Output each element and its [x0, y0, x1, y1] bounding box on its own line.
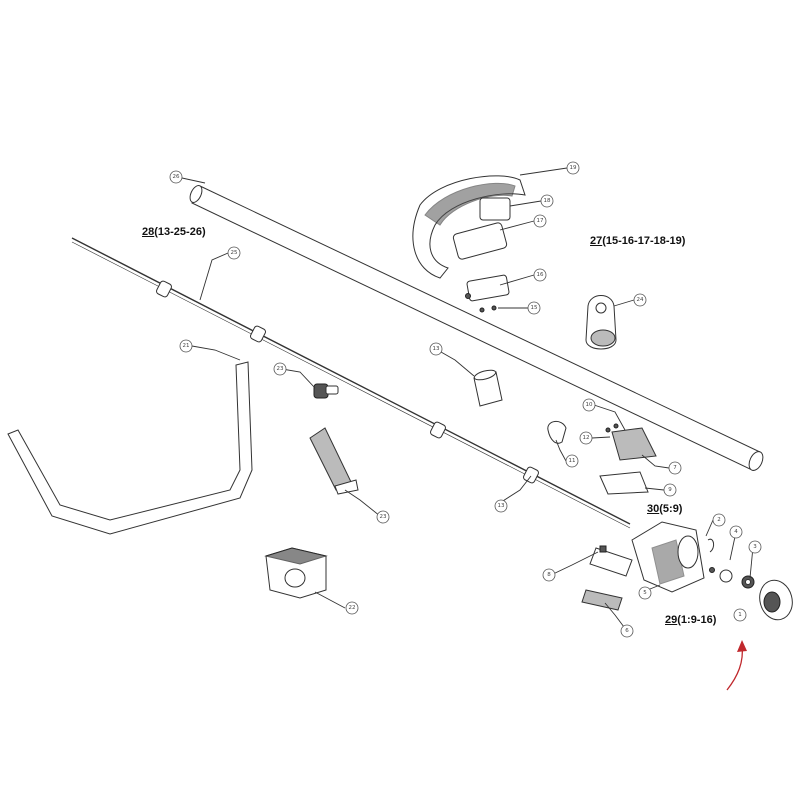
- callout-11: 11: [565, 454, 579, 468]
- callout-23-lower: 23: [376, 510, 390, 524]
- callout-5: 5: [638, 586, 652, 600]
- svg-text:13: 13: [433, 346, 440, 352]
- svg-text:18: 18: [544, 198, 551, 204]
- svg-text:1: 1: [738, 612, 742, 618]
- callout-21: 21: [179, 339, 193, 353]
- callout-4: 4: [729, 525, 743, 539]
- svg-text:17: 17: [537, 218, 544, 224]
- small-bushing: [313, 383, 339, 399]
- loop-handle: [7, 361, 253, 535]
- handle-clamp: [264, 547, 328, 599]
- hanger-clip: [585, 295, 617, 350]
- assembly-range: (13-25-26): [154, 226, 206, 238]
- callout-17: 17: [533, 214, 547, 228]
- callout-8: 8: [542, 568, 556, 582]
- svg-text:23: 23: [380, 514, 387, 520]
- callout-16: 16: [533, 268, 547, 282]
- assembly-label-27: 27(15-16-17-18-19): [590, 235, 685, 247]
- trigger-lock: [465, 274, 510, 313]
- callout-25: 25: [227, 246, 241, 260]
- shaft-tube: [189, 185, 764, 471]
- svg-text:12: 12: [583, 435, 590, 441]
- svg-text:26: 26: [173, 174, 180, 180]
- callout-26: 26: [169, 170, 183, 184]
- assembly-code: 27: [590, 235, 603, 247]
- callout-12: 12: [579, 431, 593, 445]
- svg-text:24: 24: [637, 297, 644, 303]
- assembly-code: 28: [142, 226, 155, 238]
- callout-19: 19: [566, 161, 580, 175]
- svg-text:22: 22: [349, 605, 356, 611]
- callout-13-upper: 13: [429, 342, 443, 356]
- callout-22: 22: [345, 601, 359, 615]
- callout-6: 6: [620, 624, 634, 638]
- svg-text:11: 11: [569, 458, 576, 464]
- svg-text:15: 15: [531, 305, 538, 311]
- callout-9-upper: 9: [663, 483, 677, 497]
- callout-2: 2: [712, 513, 726, 527]
- svg-text:2: 2: [717, 517, 721, 523]
- assembly-label-30: 30(5:9): [647, 503, 682, 515]
- svg-text:6: 6: [625, 628, 629, 634]
- callout-13-lower: 13: [494, 499, 508, 513]
- callout-23-upper: 23: [273, 362, 287, 376]
- svg-text:21: 21: [183, 343, 190, 349]
- callout-15: 15: [527, 301, 541, 315]
- svg-text:9: 9: [668, 487, 672, 493]
- foam-grip: [309, 427, 359, 495]
- svg-text:8: 8: [547, 572, 551, 578]
- bracket-part: [589, 545, 633, 577]
- assembly-range: (15-16-17-18-19): [602, 235, 686, 247]
- shaft-bushing: [156, 280, 172, 298]
- shaft-bushing: [430, 421, 446, 439]
- svg-text:23: 23: [277, 366, 284, 372]
- blade-hub: [759, 579, 793, 621]
- svg-text:7: 7: [673, 465, 677, 471]
- callout-labels: 26 19 18 17 16 15 25 24 21 23 13 10 12 1…: [169, 161, 762, 638]
- assembly-label-29: 29(1:9-16): [665, 614, 716, 626]
- annotation-arrow: [726, 640, 747, 691]
- clamp-parts: [547, 421, 657, 495]
- drive-shaft: [71, 237, 631, 529]
- callout-3: 3: [748, 540, 762, 554]
- assembly-code: 29: [665, 614, 678, 626]
- svg-text:3: 3: [753, 544, 757, 550]
- callout-7: 7: [668, 461, 682, 475]
- assembly-range: (1:9-16): [677, 614, 717, 626]
- assembly-range: (5:9): [659, 503, 683, 515]
- svg-text:10: 10: [586, 402, 593, 408]
- guard-piece: [581, 589, 623, 611]
- callout-10: 10: [582, 398, 596, 412]
- svg-text:25: 25: [231, 250, 238, 256]
- svg-text:16: 16: [537, 272, 544, 278]
- spacer-sleeve: [473, 369, 503, 407]
- svg-text:4: 4: [734, 529, 738, 535]
- shaft-bushing: [250, 325, 266, 343]
- svg-text:5: 5: [643, 590, 647, 596]
- callout-24: 24: [633, 293, 647, 307]
- svg-text:13: 13: [498, 503, 505, 509]
- gear-head: [631, 521, 705, 593]
- shaft-bushing: [523, 466, 539, 484]
- assembly-code: 30: [647, 503, 660, 515]
- callout-18: 18: [540, 194, 554, 208]
- callout-1: 1: [733, 608, 747, 622]
- leader-lines: [181, 167, 754, 632]
- svg-text:19: 19: [570, 165, 577, 171]
- gear-small-parts: [707, 538, 755, 589]
- handle-grip-assembly: [412, 175, 526, 279]
- assembly-label-28: 28(13-25-26): [142, 226, 206, 238]
